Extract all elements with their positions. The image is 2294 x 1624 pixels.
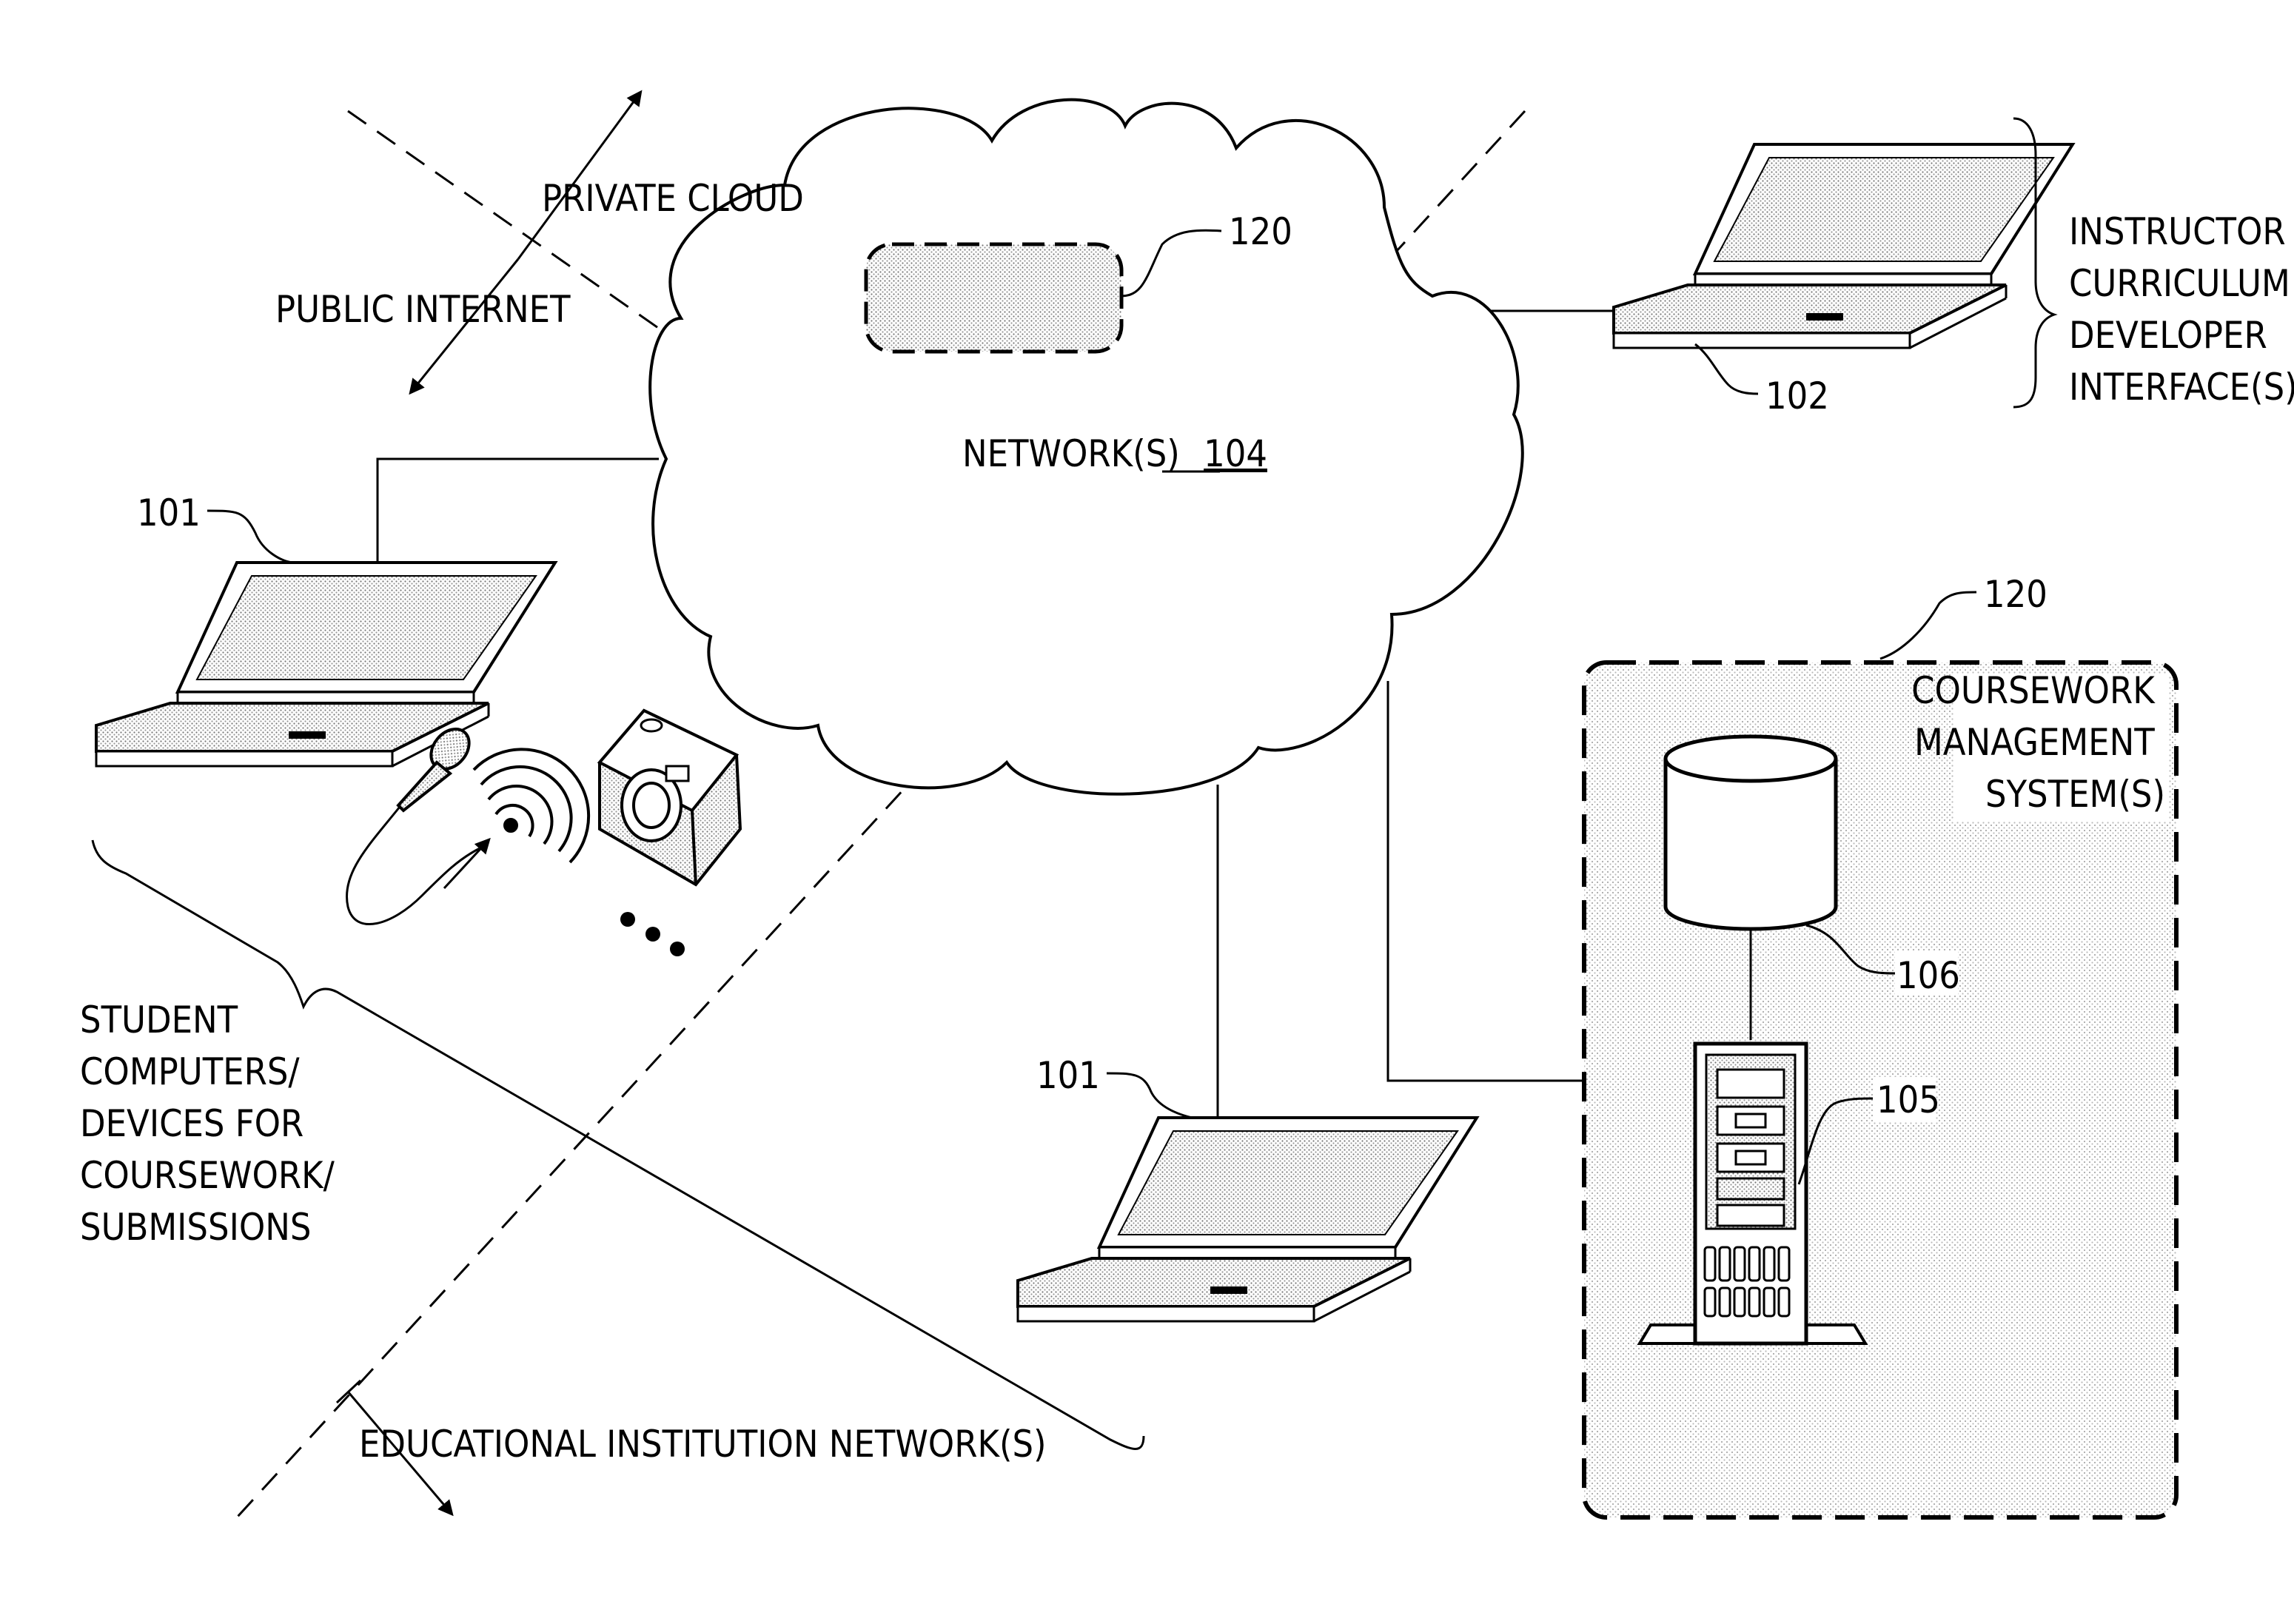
student-line-3: DEVICES FOR bbox=[80, 1102, 303, 1145]
audio-arrow bbox=[444, 840, 489, 888]
instructor-line-3: DEVELOPER bbox=[2069, 314, 2267, 357]
ref-105: 105 bbox=[1877, 1078, 1940, 1121]
ref-106: 106 bbox=[1896, 954, 1960, 997]
coursework-line-1: COURSEWORK bbox=[1911, 669, 2156, 712]
laptop-102-icon bbox=[1614, 144, 2073, 348]
public-internet-label: PUBLIC INTERNET bbox=[275, 288, 571, 331]
laptop-101-left-icon bbox=[96, 563, 555, 766]
camera-icon bbox=[600, 711, 740, 885]
instructor-interface-label: INSTRUCTOR / CURRICULUM DEVELOPER INTERF… bbox=[2069, 210, 2294, 409]
network-label: NETWORK(S) 104 bbox=[962, 432, 1267, 475]
ref-101-left: 101 bbox=[137, 491, 201, 534]
network-label-text: NETWORK(S) bbox=[962, 432, 1180, 475]
instructor-line-4: INTERFACE(S) bbox=[2069, 366, 2294, 409]
network-ref-104: 104 bbox=[1204, 432, 1267, 475]
link-cloud-to-laptop-101-left bbox=[378, 459, 659, 570]
ref-101-bottom: 101 bbox=[1036, 1054, 1100, 1097]
ref-102: 102 bbox=[1765, 375, 1829, 417]
student-devices-label: STUDENT COMPUTERS/ DEVICES FOR COURSEWOR… bbox=[80, 999, 345, 1249]
coursework-line-3: SYSTEM(S) bbox=[1985, 773, 2165, 816]
more-devices-ellipsis-icon bbox=[620, 912, 685, 956]
private-cloud-node-120 bbox=[866, 244, 1121, 352]
student-line-4: COURSEWORK/ bbox=[80, 1154, 335, 1197]
coursework-line-2: MANAGEMENT bbox=[1914, 721, 2155, 764]
private-cloud-label: PRIVATE CLOUD bbox=[542, 177, 804, 220]
ref-120-top: 120 bbox=[1229, 210, 1292, 253]
student-line-2: COMPUTERS/ bbox=[80, 1050, 300, 1093]
student-line-1: STUDENT bbox=[80, 999, 238, 1041]
database-icon bbox=[1666, 736, 1836, 929]
student-line-5: SUBMISSIONS bbox=[80, 1206, 311, 1249]
ref-120-right: 120 bbox=[1984, 573, 2048, 616]
private-cloud-arrow bbox=[518, 93, 640, 259]
audio-wave-icon bbox=[474, 749, 588, 862]
laptop-101-bottom-icon bbox=[1018, 1118, 1477, 1321]
instructor-line-1: INSTRUCTOR / bbox=[2069, 210, 2294, 253]
edu-network-label: EDUCATIONAL INSTITUTION NETWORK(S) bbox=[359, 1423, 1047, 1466]
instructor-line-2: CURRICULUM bbox=[2069, 262, 2290, 305]
